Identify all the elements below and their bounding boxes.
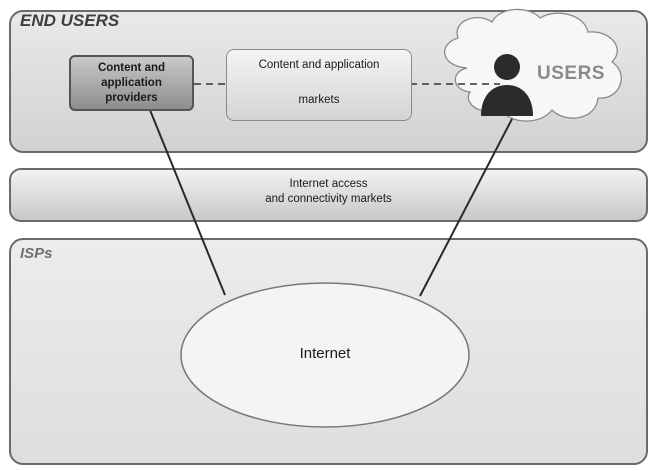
internet-access-band <box>9 168 648 222</box>
content-markets-box: Content and application markets <box>226 49 412 121</box>
internet-label: Internet <box>299 345 351 362</box>
access-line-1: Internet access <box>289 178 368 190</box>
internet-ellipse <box>180 282 470 428</box>
isps-label: ISPs <box>20 245 53 262</box>
users-label: USERS <box>537 63 605 84</box>
content-providers-box: Content and application providers <box>69 55 194 111</box>
providers-line-3: providers <box>105 91 158 104</box>
markets-line-1: Content and application <box>258 59 380 71</box>
providers-internet-link <box>149 109 226 296</box>
user-icon <box>481 54 533 116</box>
providers-line-2: application <box>101 76 162 89</box>
providers-line-1: Content and <box>97 61 166 74</box>
markets-line-2: markets <box>298 94 340 106</box>
internet-access-label: Internet access and connectivity markets <box>9 177 648 207</box>
access-line-2: and connectivity markets <box>265 193 392 205</box>
users-internet-link <box>419 116 514 297</box>
end-users-label: END USERS <box>20 11 120 30</box>
